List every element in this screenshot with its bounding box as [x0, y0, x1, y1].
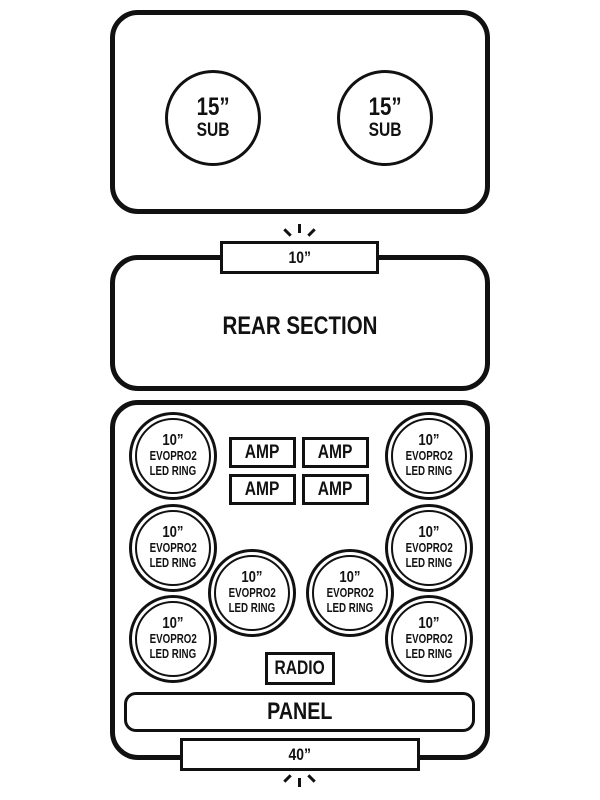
- rear-section: [110, 255, 490, 391]
- speaker: 10” EVOPRO2 LED RING: [385, 412, 473, 500]
- amp-label: AMP: [245, 478, 280, 500]
- speaker-type: LED RING: [149, 463, 197, 478]
- speaker-model: EVOPRO2: [149, 631, 197, 646]
- rear-section-label: REAR SECTION: [222, 312, 378, 340]
- speaker: 10” EVOPRO2 LED RING: [129, 412, 217, 500]
- speaker-model: EVOPRO2: [405, 540, 453, 555]
- speaker-type: LED RING: [149, 646, 197, 661]
- panel: PANEL: [124, 692, 475, 732]
- amp-label: AMP: [245, 441, 280, 463]
- speaker-model: EVOPRO2: [228, 585, 276, 600]
- speaker-size: 10”: [418, 523, 440, 541]
- speaker-model: EVOPRO2: [149, 448, 197, 463]
- speaker-type: LED RING: [228, 600, 276, 615]
- speaker-size: 10”: [162, 614, 184, 632]
- amp-label: AMP: [318, 441, 353, 463]
- speaker: 10” EVOPRO2 LED RING: [129, 504, 217, 592]
- subwoofer-size: 15”: [368, 93, 402, 121]
- speaker-size: 10”: [418, 431, 440, 449]
- speaker-size: 10”: [162, 431, 184, 449]
- speaker: 10” EVOPRO2 LED RING: [385, 504, 473, 592]
- speaker: 10” EVOPRO2 LED RING: [208, 549, 296, 637]
- speaker-size: 10”: [339, 568, 361, 586]
- speaker-type: LED RING: [326, 600, 374, 615]
- speaker-size: 10”: [241, 568, 263, 586]
- bottom-dimension-value: 40”: [288, 744, 312, 764]
- subwoofer-label: SUB: [368, 120, 402, 141]
- speaker: 10” EVOPRO2 LED RING: [385, 595, 473, 683]
- speaker-model: EVOPRO2: [149, 540, 197, 555]
- top-dimension-value: 10”: [288, 247, 311, 267]
- speaker: 10” EVOPRO2 LED RING: [129, 595, 217, 683]
- amp-label: AMP: [318, 478, 353, 500]
- speaker-type: LED RING: [405, 646, 453, 661]
- speaker-type: LED RING: [149, 555, 197, 570]
- subwoofer: 15” SUB: [337, 70, 433, 166]
- speaker: 10” EVOPRO2 LED RING: [306, 549, 394, 637]
- speaker-type: LED RING: [405, 555, 453, 570]
- subwoofer-label: SUB: [196, 120, 230, 141]
- radio: RADIO: [265, 652, 335, 685]
- speaker-model: EVOPRO2: [405, 448, 453, 463]
- speaker-size: 10”: [162, 523, 184, 541]
- top-dimension-label: 10”: [220, 241, 379, 274]
- speaker-size: 10”: [418, 614, 440, 632]
- subwoofer: 15” SUB: [165, 70, 261, 166]
- amp: AMP: [229, 437, 296, 468]
- subwoofer-size: 15”: [196, 93, 230, 121]
- speaker-type: LED RING: [405, 463, 453, 478]
- amp: AMP: [229, 474, 296, 505]
- speaker-model: EVOPRO2: [326, 585, 374, 600]
- speaker-model: EVOPRO2: [405, 631, 453, 646]
- radio-label: RADIO: [274, 657, 326, 679]
- panel-label: PANEL: [266, 698, 333, 725]
- amp: AMP: [302, 437, 369, 468]
- amp: AMP: [302, 474, 369, 505]
- bottom-dimension-label: 40”: [180, 738, 420, 771]
